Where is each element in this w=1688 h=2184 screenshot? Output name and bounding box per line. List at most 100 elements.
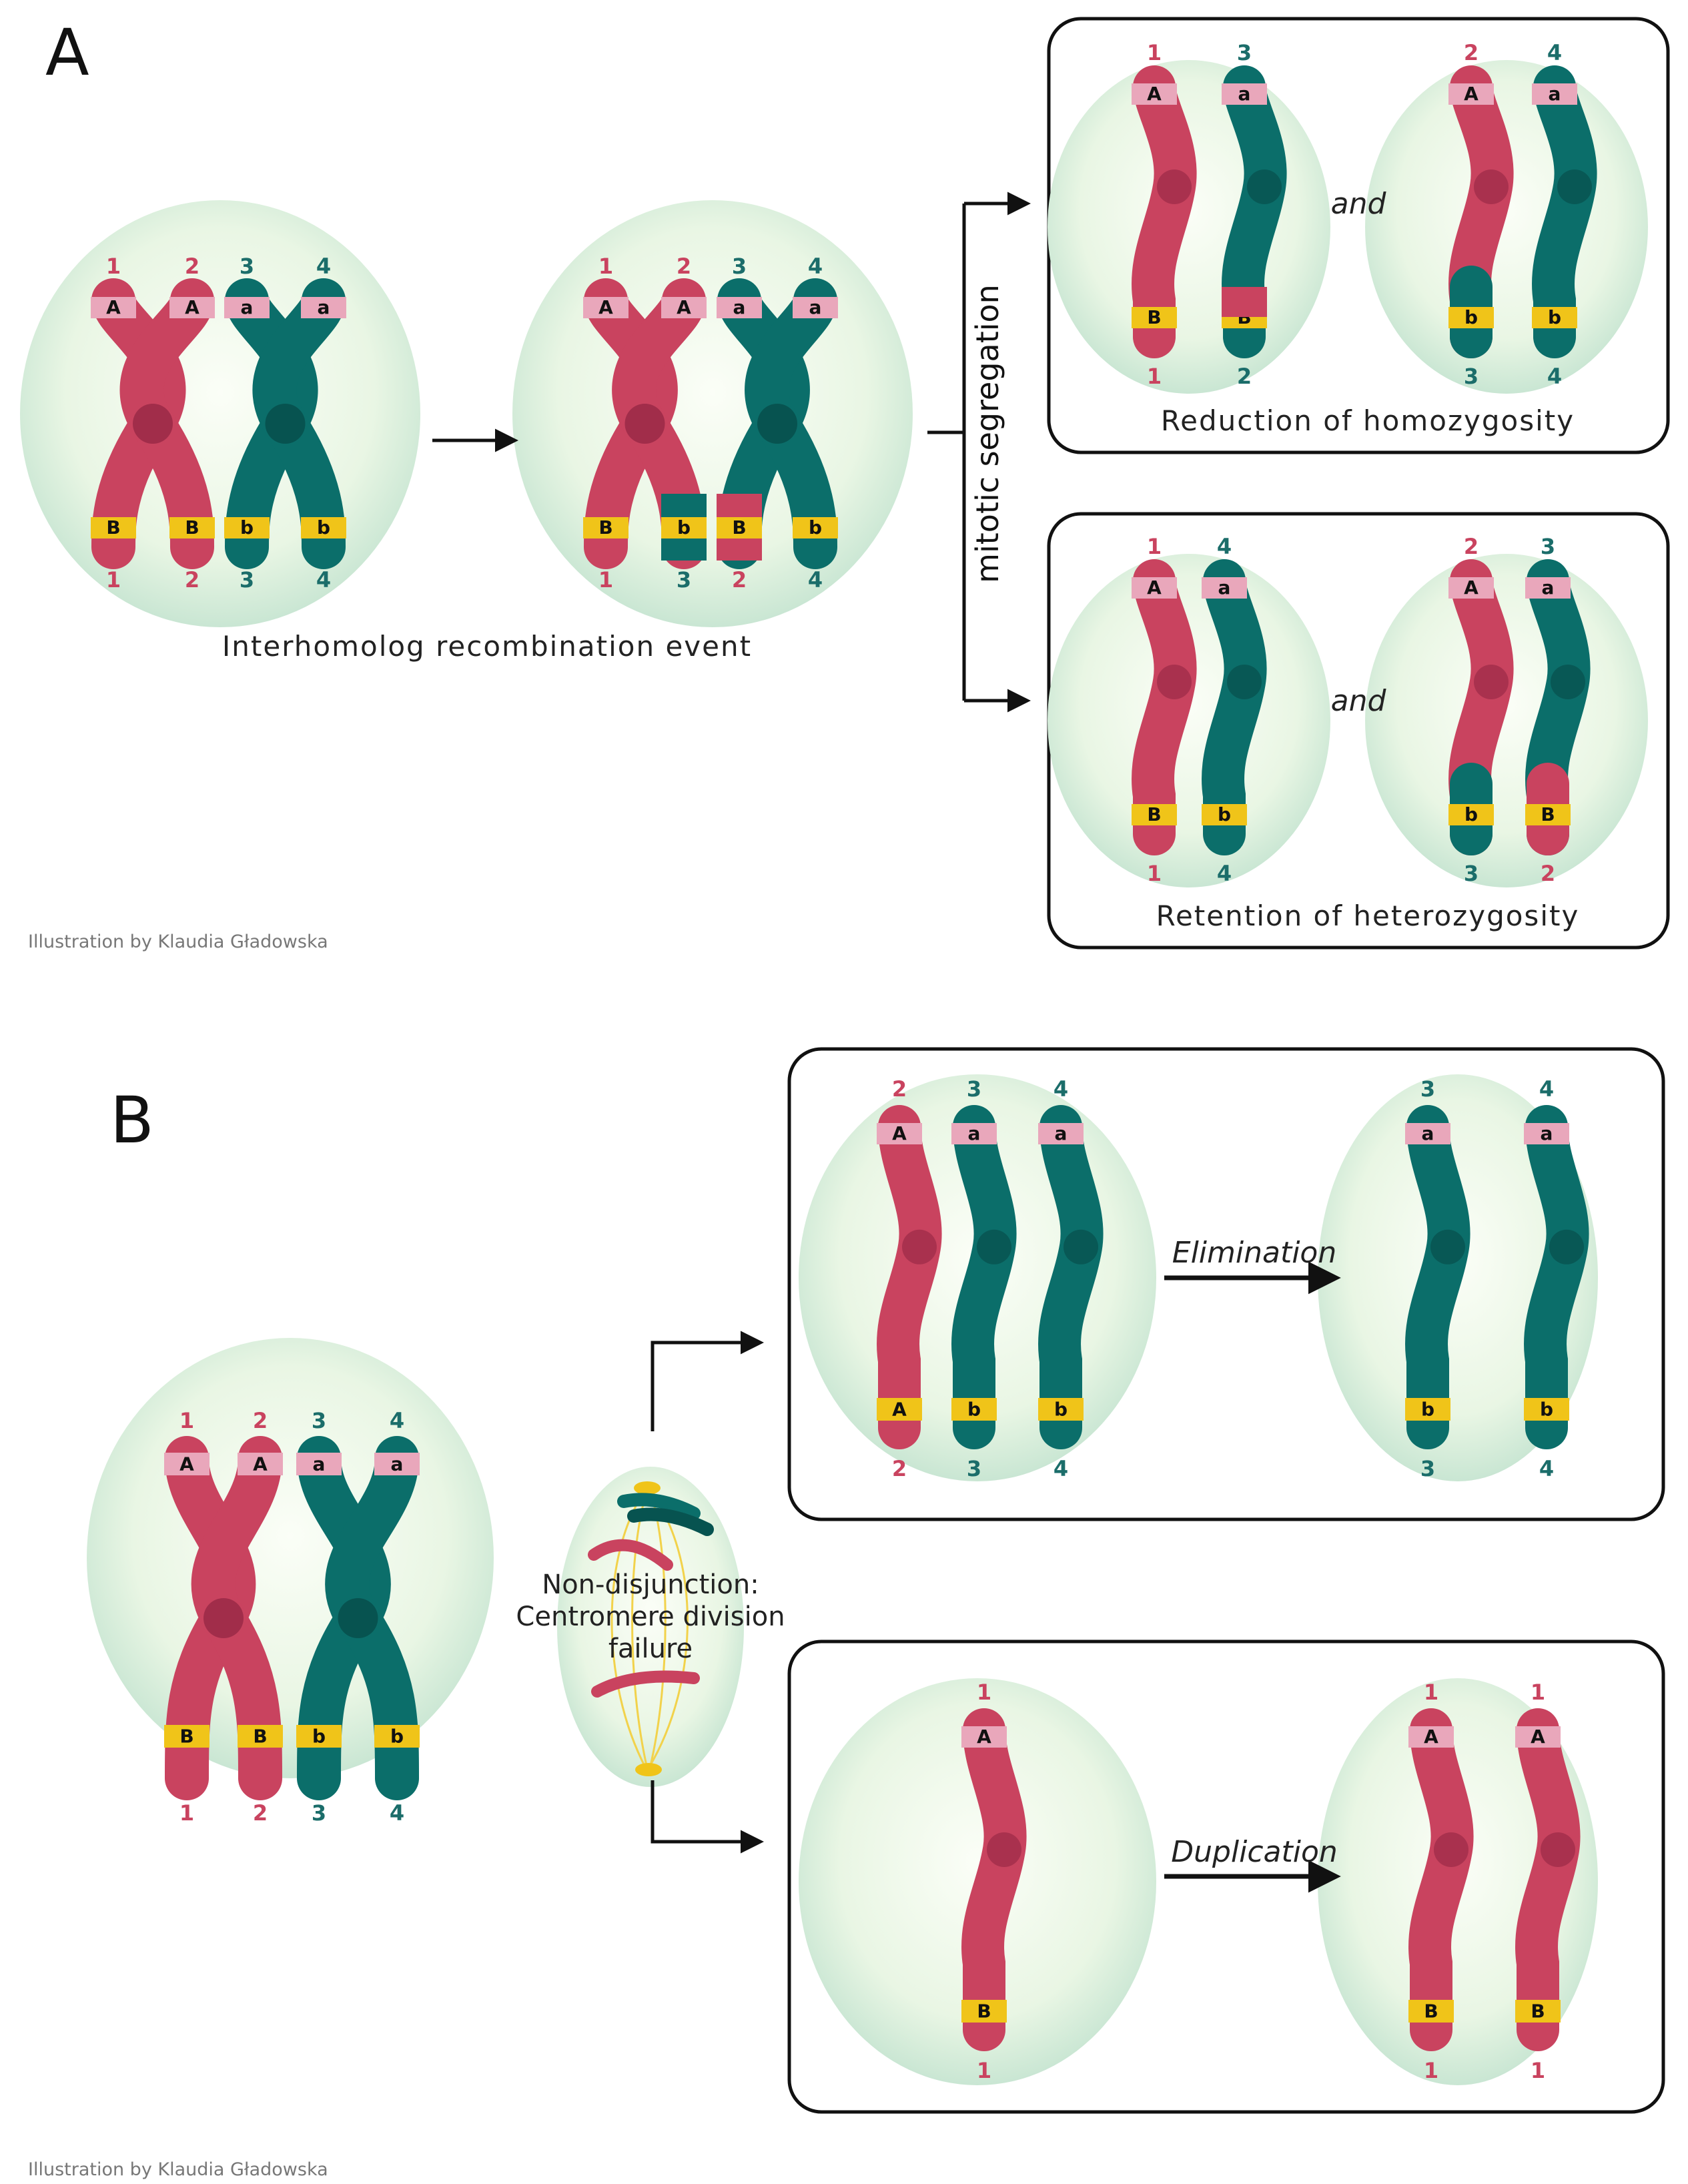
homo-right-bottom-number: 4 [1547, 364, 1562, 389]
a2-bottom-number: 1 [598, 567, 613, 593]
a1-top-number: 4 [316, 254, 331, 279]
panel-b-label: B [110, 1083, 154, 1158]
arrow-to-elimination-branch [651, 1341, 747, 1431]
mitotic-segregation-label: mitotic segregation [969, 284, 1005, 583]
dup-right-allele-bottom-label: B [1424, 2000, 1438, 2023]
elim-left-chromatid [951, 1105, 1017, 1449]
and-label-top: and [1331, 187, 1387, 221]
a2-allele-bottom-label: b [677, 516, 691, 538]
dup-left-top-number: 1 [977, 1680, 991, 1705]
homo-right-allele-bottom-label: b [1548, 306, 1561, 328]
cell-hetero-right [1365, 554, 1648, 887]
dup-right-allele-bottom: B [1408, 2000, 1454, 2023]
hetero-left-allele-bottom: B [1132, 803, 1177, 825]
elimination-label: Elimination [1172, 1236, 1336, 1270]
dup-right-allele-top-label: A [1531, 1726, 1545, 1748]
a2-top-number: 2 [677, 254, 691, 279]
a2-bottom-number: 4 [808, 567, 823, 593]
a2-allele-top-label: A [677, 296, 691, 318]
elim-right-allele-top: a [1524, 1122, 1569, 1144]
elimination-box [787, 1047, 1665, 1521]
hetero-left-top-number: 4 [1217, 534, 1232, 559]
hetero-right-top-number: 3 [1541, 534, 1555, 559]
homo-right-top-number: 4 [1547, 40, 1562, 65]
a1-allele-top: A [169, 296, 215, 318]
homo-left-allele-top-label: A [1147, 83, 1162, 105]
dividing-chromatids-bottom [591, 1670, 700, 1698]
a2-allele-top-label: a [809, 296, 822, 318]
elim-right-allele-bottom-label: b [1421, 1399, 1434, 1421]
retention-of-heterozygosity-label: Retention of heterozygosity [1156, 899, 1580, 932]
b1-allele-bottom-label: B [179, 1726, 193, 1748]
and-label-bottom: and [1331, 684, 1387, 718]
dup-right-chromatid [1408, 1708, 1474, 2051]
homo-right-chromatid [1532, 65, 1597, 358]
homo-left-red-segment [1222, 287, 1267, 317]
b1-chromosome-pair-3-4 [297, 1436, 419, 1800]
a2-allele-top: A [661, 296, 707, 318]
recombination-caption: Interhomolog recombination event [222, 630, 752, 663]
a2-allele-bottom: b [793, 516, 838, 538]
elim-left-bottom-number: 3 [967, 1456, 981, 1481]
a1-allele-bottom: b [224, 516, 270, 538]
a2-allele-bottom: b [661, 516, 707, 538]
hetero-left-allele-top: A [1132, 577, 1177, 599]
a1-allele-bottom-label: b [317, 516, 330, 538]
homo-left-bottom-number: 2 [1237, 364, 1252, 389]
elim-right-chromatid [1524, 1105, 1589, 1449]
homo-left-bottom-number: 1 [1147, 364, 1162, 389]
panel-b-cells [87, 1074, 1598, 2085]
elim-left-allele-bottom: b [1038, 1398, 1084, 1421]
homo-left-top-number: 1 [1147, 40, 1162, 65]
elim-right-allele-top-label: a [1422, 1122, 1434, 1144]
a1-allele-bottom-label: B [106, 516, 120, 538]
homo-right-allele-top-label: A [1464, 83, 1479, 105]
elim-right-allele-top: a [1405, 1122, 1450, 1144]
homo-left-chromatid [1222, 65, 1287, 358]
elim-right-bottom-number: 4 [1539, 1456, 1554, 1481]
a1-bottom-number: 3 [240, 567, 254, 593]
hetero-right-allele-bottom: b [1448, 803, 1494, 825]
b1-top-number: 3 [312, 1408, 326, 1433]
homo-right-bottom-number: 3 [1464, 364, 1479, 389]
a1-allele-bottom-label: B [185, 516, 199, 538]
elim-right-bottom-number: 3 [1420, 1456, 1435, 1481]
homo-left-allele-top-label: a [1238, 83, 1251, 105]
b1-allele-bottom: b [296, 1725, 342, 1748]
cell-a1 [20, 200, 420, 627]
a1-bottom-number: 4 [316, 567, 331, 593]
a1-allele-bottom-label: b [240, 516, 254, 538]
hetero-left-allele-top-label: A [1147, 577, 1162, 599]
homo-left-chromatid [1132, 65, 1197, 358]
hetero-right-allele-bottom: B [1525, 803, 1571, 825]
a2-allele-bottom-label: B [732, 516, 746, 538]
hetero-right-top-number: 2 [1464, 534, 1479, 559]
dup-left-allele-bottom-label: B [977, 2000, 991, 2023]
hetero-left-chromatid [1202, 559, 1267, 855]
homo-right-allele-top-label: a [1549, 83, 1561, 105]
hetero-right-allele-top: a [1525, 577, 1571, 599]
hetero-right-allele-top-label: A [1464, 577, 1479, 599]
dup-left-allele-top: A [961, 1726, 1007, 1748]
cell-homo-left [1047, 60, 1330, 394]
elim-left-top-number: 2 [892, 1076, 907, 1102]
a2-allele-bottom-label: B [598, 516, 612, 538]
nondisjunction-line-2: Centromere division [516, 1601, 785, 1632]
hetero-right-allele-bottom-label: B [1541, 803, 1555, 825]
a2-allele-bottom-label: b [809, 516, 822, 538]
credit-panel-a: Illustration by Klaudia Gładowska [28, 932, 328, 952]
a1-top-number: 2 [185, 254, 199, 279]
dup-left-allele-bottom: B [961, 2000, 1007, 2023]
reduction-of-homozygosity-label: Reduction of homozygosity [1161, 404, 1575, 437]
credit-panel-b: Illustration by Klaudia Gładowska [28, 2159, 328, 2180]
a2-top-number: 1 [598, 254, 613, 279]
a2-top-number: 4 [808, 254, 823, 279]
a1-allele-top: a [301, 296, 346, 318]
elim-right-chromatid [1405, 1105, 1470, 1449]
hetero-left-allele-bottom: b [1202, 803, 1247, 825]
b1-bottom-number: 3 [312, 1800, 326, 1826]
b1-chromosome-pair-1-2 [165, 1436, 282, 1800]
elim-left-allele-top-label: a [968, 1122, 981, 1144]
homo-right-top-number: 2 [1464, 40, 1479, 65]
a1-allele-top-label: A [106, 296, 121, 318]
